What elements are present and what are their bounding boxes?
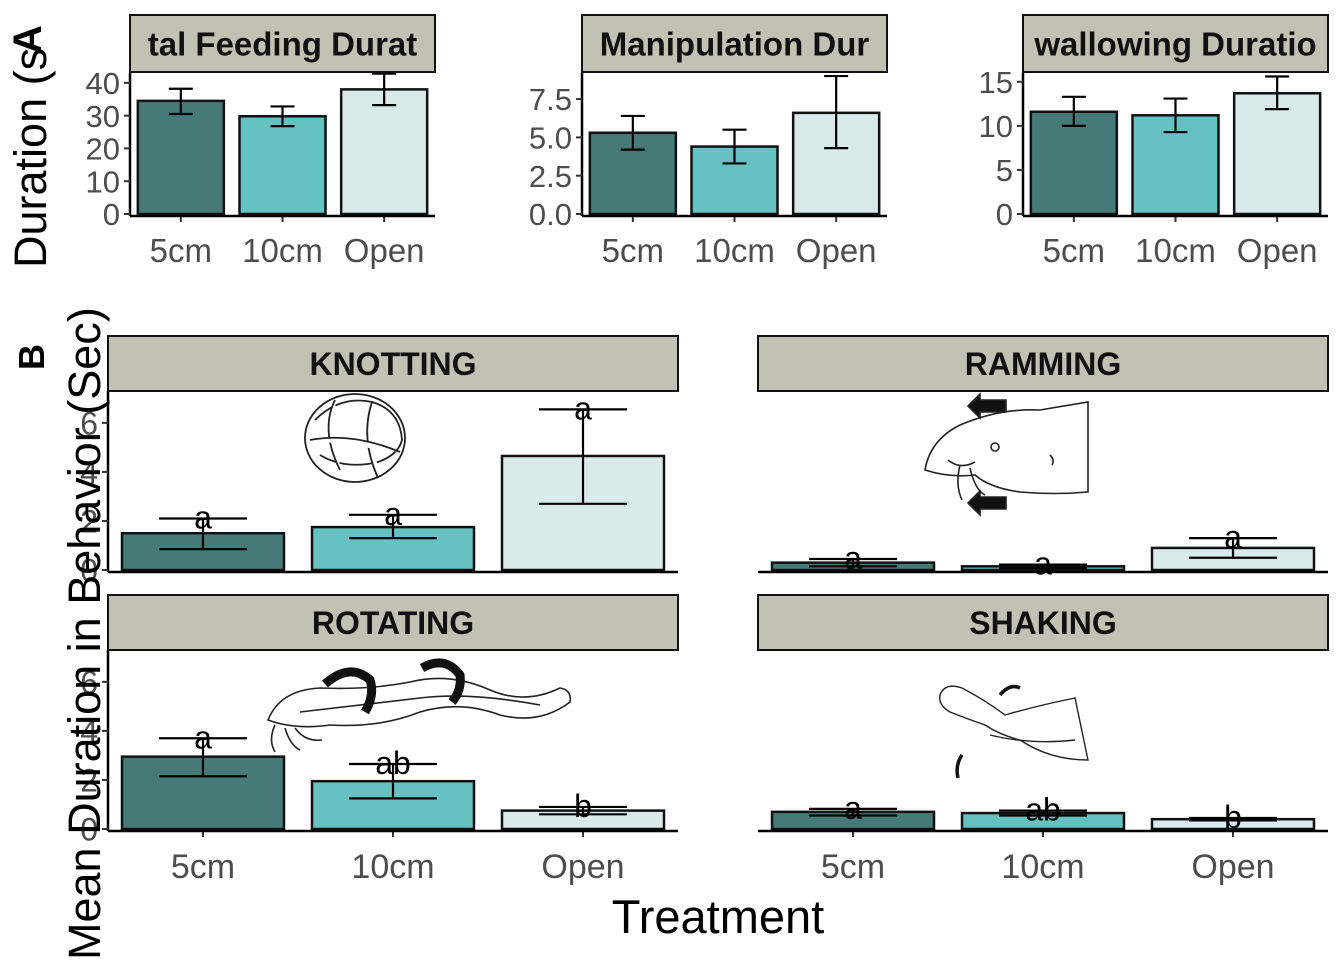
eel-shaking-illustration — [939, 684, 1089, 779]
y-tick-label: 7.5 — [529, 82, 572, 117]
bar-Open — [1232, 92, 1322, 216]
y-tick-label: 0 — [80, 553, 98, 589]
significance-label: ab — [1025, 792, 1061, 828]
y-tick-label: 0.0 — [529, 197, 572, 232]
facet-4: KNOTTING a a a 0 2 4 6 — [80, 335, 679, 589]
x-axis-title: Treatment — [612, 890, 824, 943]
y-tick-label: 10 — [86, 164, 120, 199]
significance-label: a — [1034, 546, 1052, 582]
x-tick-label: Open — [344, 232, 425, 269]
facet-3: wallowing Duratio 5cm 10cm Open 0 5 10 15 — [979, 14, 1329, 269]
facet-title: ROTATING — [312, 605, 474, 641]
bar-Open — [339, 88, 429, 216]
significance-label: a — [574, 390, 592, 426]
facet-title: RAMMING — [965, 346, 1121, 382]
knot-illustration — [304, 393, 406, 483]
x-tick-label: 10cm — [694, 232, 775, 269]
facet-title: SHAKING — [969, 605, 1117, 641]
facet-strip — [581, 14, 888, 73]
significance-label: a — [194, 500, 212, 536]
significance-label: a — [844, 540, 862, 576]
y-tick-label: 4 — [80, 454, 98, 490]
facet-title: tal Feeding Durat — [148, 25, 418, 62]
facet-strip — [129, 14, 436, 73]
eel-ramming-illustration — [924, 392, 1089, 517]
y-axis-title-top: Duration (s — [5, 47, 56, 268]
x-tick-label: 5cm — [150, 232, 212, 269]
y-tick-label: 0 — [996, 197, 1013, 232]
facet-strip — [1022, 14, 1329, 73]
x-tick-label: Open — [1237, 232, 1318, 269]
x-tick-label: Open — [1191, 848, 1274, 886]
panel-label-a: A — [6, 25, 50, 54]
facet-2: Manipulation Dur 5cm 10cm Open 0.02.55.0 7.5 — [529, 14, 888, 269]
significance-label: b — [574, 788, 592, 824]
bar-10cm — [238, 115, 327, 216]
significance-label: a — [194, 719, 212, 755]
x-tick-label: 5cm — [602, 232, 664, 269]
x-tick-label: 10cm — [1135, 232, 1216, 269]
y-tick-label: 0 — [103, 197, 120, 232]
significance-label: ab — [375, 745, 411, 781]
y-tick-label: 15 — [979, 65, 1013, 100]
y-tick-label: 6 — [80, 405, 98, 441]
x-tick-label: 5cm — [171, 848, 235, 886]
y-tick-label: 5 — [996, 153, 1013, 188]
facet-strip — [107, 594, 679, 651]
y-tick-label: 6 — [80, 664, 98, 700]
x-tick-label: Open — [541, 848, 624, 886]
y-tick-label: 2.5 — [529, 159, 572, 194]
significance-label: a — [844, 790, 862, 826]
x-tick-label: 10cm — [242, 232, 323, 269]
facet-5: RAMMING a a a — [757, 335, 1329, 582]
bar-5cm — [1029, 110, 1119, 216]
y-tick-label: 20 — [86, 132, 120, 167]
panel-label-b: B — [11, 344, 52, 370]
y-axis-title: Mean Duration in Behavior (Sec) — [59, 307, 110, 960]
significance-label: a — [384, 496, 402, 532]
y-tick-label: 10 — [979, 109, 1013, 144]
facet-title: KNOTTING — [309, 346, 476, 382]
bar-5cm — [136, 99, 226, 216]
significance-label: b — [1224, 799, 1242, 835]
eel-rotating-illustration — [266, 658, 572, 753]
y-tick-label: 2 — [80, 503, 98, 539]
y-tick-label: 2 — [80, 762, 98, 798]
facet-strip — [757, 335, 1329, 392]
facet-title: wallowing Duratio — [1033, 25, 1316, 62]
facet-strip — [107, 335, 679, 392]
x-tick-label: 10cm — [351, 848, 434, 886]
x-tick-label: Open — [796, 232, 877, 269]
y-tick-label: 0 — [80, 812, 98, 848]
y-tick-label: 30 — [86, 99, 120, 134]
y-tick-label: 40 — [86, 66, 120, 101]
x-tick-label: 5cm — [1043, 232, 1105, 269]
y-tick-label: 4 — [80, 713, 98, 749]
facet-title: Manipulation Dur — [600, 25, 870, 62]
x-tick-label: 10cm — [1001, 848, 1084, 886]
bar-5cm — [120, 531, 286, 572]
x-tick-label: 5cm — [821, 848, 885, 886]
significance-label: a — [1224, 519, 1242, 555]
y-tick-label: 5.0 — [529, 121, 572, 156]
facet-strip — [757, 594, 1329, 651]
